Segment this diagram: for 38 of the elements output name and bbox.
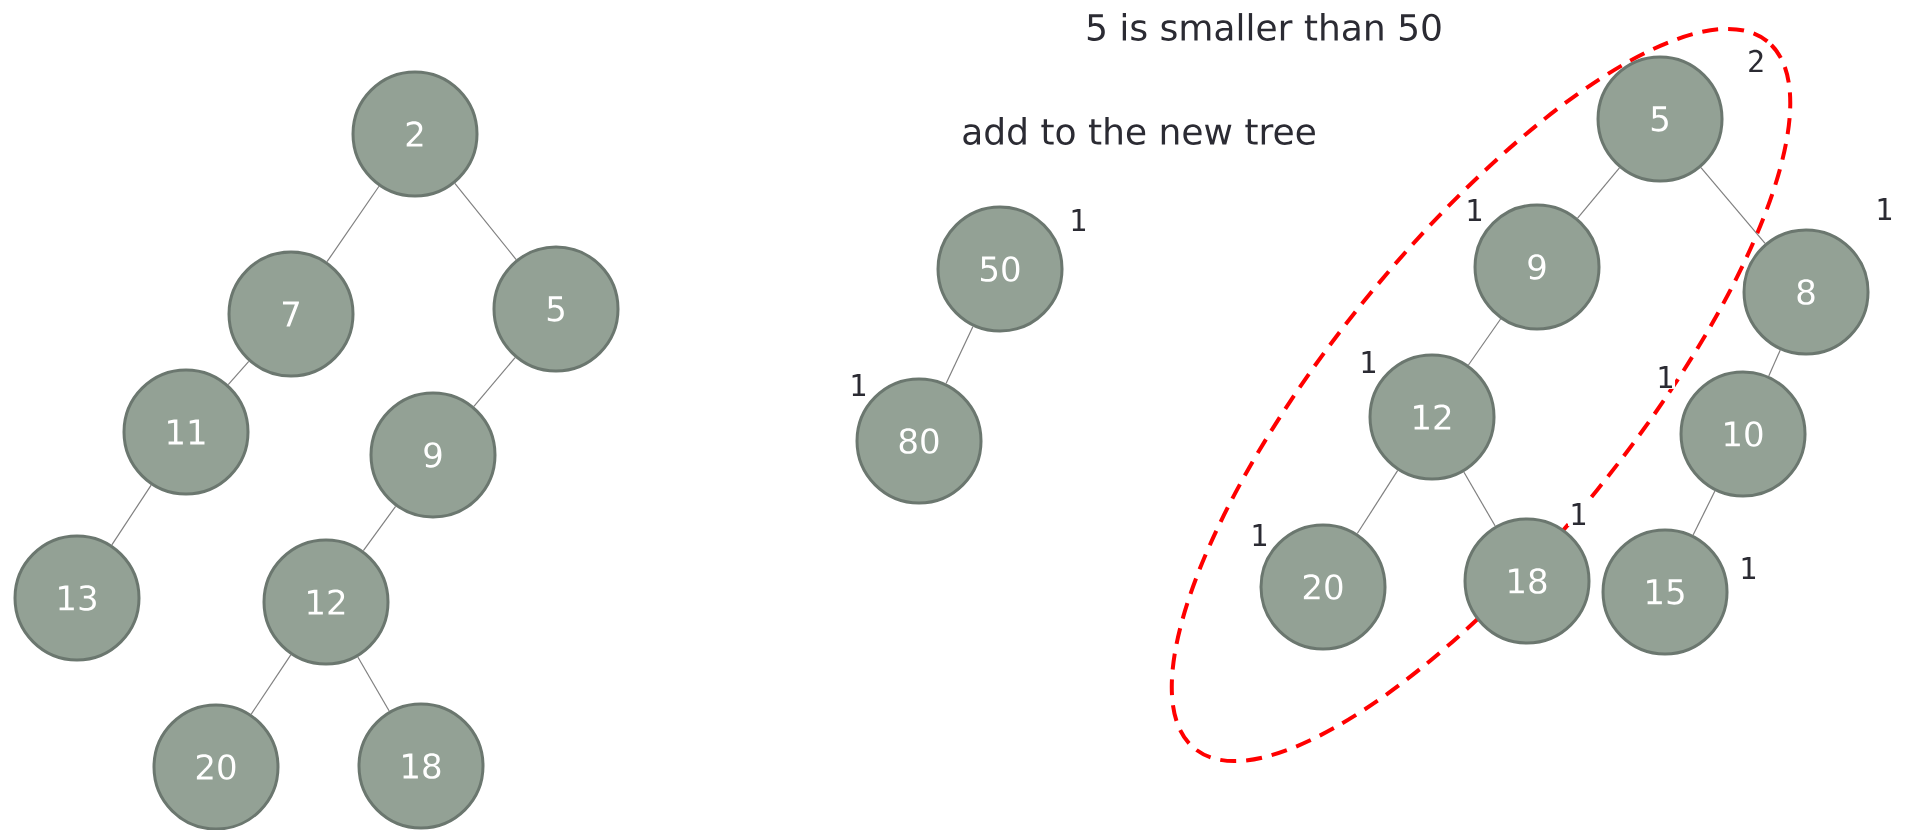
tree-edge [326,185,380,263]
tree-node: 5 [1596,55,1724,183]
note-text: 5 is smaller than 50 [1087,13,1441,41]
tree-node: 50 [936,205,1064,333]
tree-edge [1356,469,1399,535]
count-label: 1 [1738,556,1759,580]
count-label: 1 [1568,502,1589,526]
tree-node: 7 [227,250,355,378]
tree-edge [945,325,974,385]
tree-node: 11 [122,368,250,496]
tree-node: 13 [13,534,141,662]
tree-node: 5 [492,245,620,373]
count-label: 1 [1068,208,1089,232]
tree-node: 12 [262,538,390,666]
tree-edge [111,484,152,546]
tree-node: 18 [357,702,485,830]
tree-edge [454,182,517,261]
tree-edge [1577,167,1621,219]
tree-edge [1768,349,1781,377]
count-label: 1 [1655,365,1676,389]
tree-node: 8 [1742,228,1870,356]
tree-edge [1700,166,1766,245]
tree-node: 2 [351,70,479,198]
tree-edge [357,656,390,712]
tree-edge [1463,471,1496,527]
tree-edge [250,654,292,715]
tree-edge [1467,318,1502,366]
tree-node: 10 [1679,370,1807,498]
tree-node: 20 [152,703,280,830]
note-text: add to the new tree [963,117,1315,145]
tree-edge [362,505,397,552]
tree-edge [473,356,516,408]
count-label: 2 [1746,48,1767,74]
count-label: 1 [1874,197,1895,221]
tree-node: 9 [369,391,497,519]
tree-edge [1692,490,1716,536]
tree-edge [227,360,250,386]
tree-node: 15 [1601,528,1729,656]
